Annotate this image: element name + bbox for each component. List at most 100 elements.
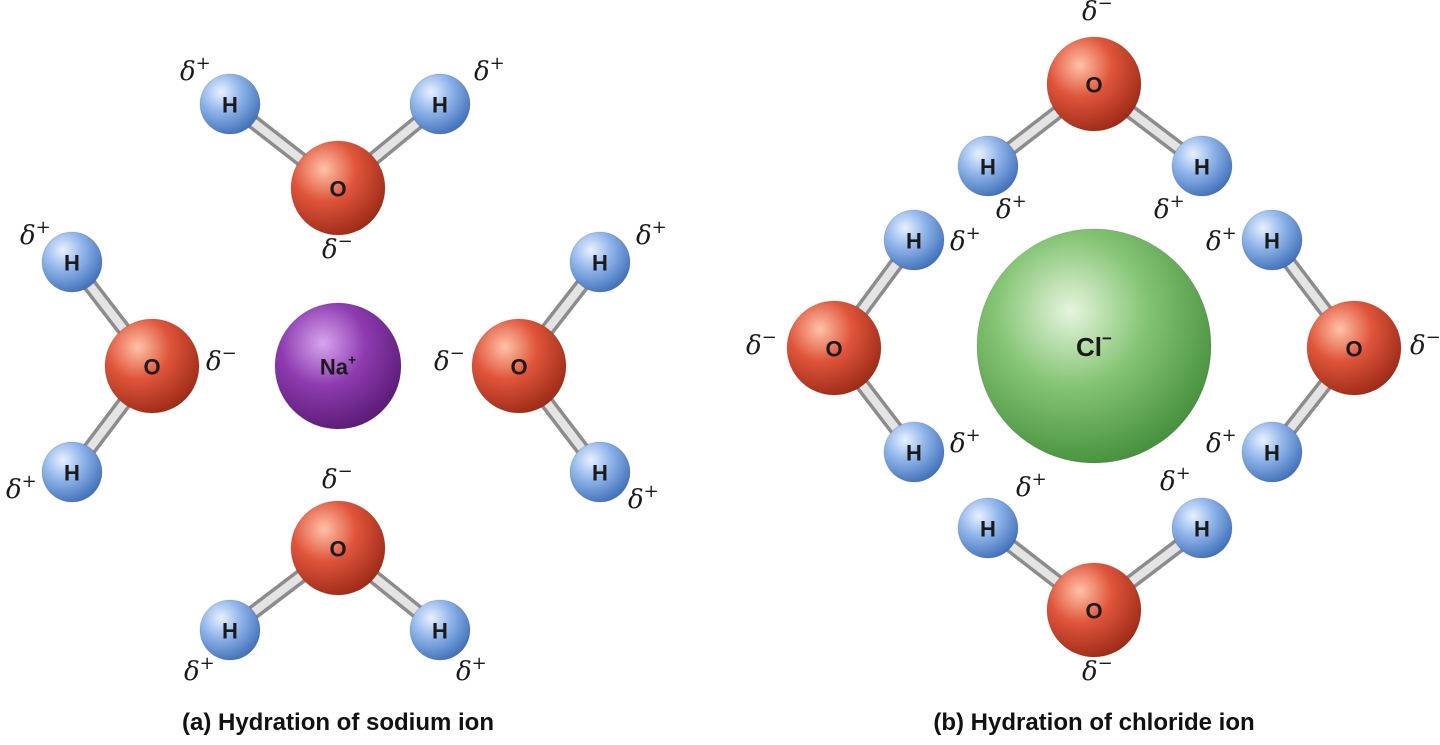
partial-positive-charge: δ+ [474,53,505,87]
hydrogen-atom: H [409,73,471,135]
partial-positive-charge: δ+ [1154,191,1185,225]
hydrogen-atom-label: H [592,251,608,276]
hydrogen-atom-sphere [569,441,631,503]
hydrogen-atom: H [1171,497,1233,559]
hydrogen-atom-sphere [1241,209,1303,271]
partial-negative-charge: δ− [434,343,465,377]
oxygen-atom: O [1306,300,1402,396]
hydrogen-atom-label: H [1264,229,1280,254]
hydrogen-atom-sphere [569,231,631,293]
oxygen-atom: O [1046,36,1142,132]
water-molecule-top: H H Oδ− δ+ δ+ [180,53,505,265]
hydrogen-atom-sphere [41,441,103,503]
partial-positive-charge: δ+ [180,53,211,87]
hydrogen-atom: H [409,599,471,661]
partial-negative-charge: δ− [322,231,353,265]
oxygen-atom-label: O [329,177,346,202]
hydrogen-atom: H [569,231,631,293]
partial-positive-charge: δ+ [628,481,659,515]
hydrogen-atom-sphere [199,73,261,135]
hydrogen-atom-sphere [957,497,1019,559]
hydrogen-atom-label: H [980,517,996,542]
chloride-ion-sphere [976,228,1212,464]
hydrogen-atom: H [957,497,1019,559]
hydrogen-atom-sphere [409,73,471,135]
hydrogen-atom-label: H [222,619,238,644]
hydrogen-atom-sphere [1241,421,1303,483]
partial-negative-charge: δ− [1082,653,1113,687]
oxygen-atom-label: O [825,337,842,362]
water-molecule-bottom: H H Oδ− δ+ δ+ [957,463,1233,687]
water-molecule-right: H H Oδ− δ+ δ+ [434,217,667,515]
oxygen-atom: O [104,318,200,414]
hydrogen-atom: H [883,209,945,271]
hydrogen-atom: H [41,231,103,293]
partial-positive-charge: δ+ [6,471,37,505]
partial-positive-charge: δ+ [950,223,981,257]
hydrogen-atom: H [1171,135,1233,197]
hydrogen-atom: H [199,73,261,135]
sodium-ion: Na+ [274,302,402,430]
hydrogen-atom: H [957,135,1019,197]
partial-positive-charge: δ+ [1206,425,1237,459]
hydrogen-atom-label: H [64,251,80,276]
oxygen-atom: O [1046,562,1142,658]
sodium-ion-sphere [274,302,402,430]
oxygen-atom-label: O [510,355,527,380]
hydrogen-atom-label: H [432,93,448,118]
hydrogen-atom-label: H [906,229,922,254]
partial-positive-charge: δ+ [184,653,215,687]
water-molecule-top: H H Oδ− δ+ δ+ [957,0,1233,225]
hydrogen-atom: H [1241,209,1303,271]
hydrogen-atom-label: H [1194,517,1210,542]
partial-positive-charge: δ+ [1206,223,1237,257]
hydrogen-atom: H [569,441,631,503]
hydrogen-atom-sphere [883,421,945,483]
oxygen-atom-sphere [290,140,386,236]
hydrogen-atom-label: H [64,461,80,486]
oxygen-atom-label: O [143,355,160,380]
oxygen-atom-sphere [786,300,882,396]
caption-chloride: (b) Hydration of chloride ion [933,709,1254,736]
partial-negative-charge: δ− [206,343,237,377]
hydrogen-atom: H [41,441,103,503]
oxygen-atom: O [290,500,386,596]
partial-positive-charge: δ+ [636,217,667,251]
partial-negative-charge: δ− [746,327,777,361]
oxygen-atom-sphere [471,318,567,414]
water-molecule-left: H H Oδ− δ+ δ+ [746,209,981,483]
partial-positive-charge: δ+ [1160,463,1191,497]
oxygen-atom-label: O [1085,73,1102,98]
hydrogen-atom-label: H [432,619,448,644]
oxygen-atom-label: O [329,537,346,562]
hydrogen-atom-sphere [957,135,1019,197]
partial-positive-charge: δ+ [1016,469,1047,503]
hydrogen-atom: H [199,599,261,661]
hydrogen-atom-label: H [592,461,608,486]
oxygen-atom-label: O [1085,599,1102,624]
partial-positive-charge: δ+ [950,425,981,459]
oxygen-atom-sphere [1046,36,1142,132]
partial-positive-charge: δ+ [996,191,1027,225]
hydrogen-atom-label: H [222,93,238,118]
hydrogen-atom: H [883,421,945,483]
oxygen-atom: O [471,318,567,414]
hydrogen-atom-sphere [1171,497,1233,559]
hydrogen-atom-label: H [980,155,996,180]
partial-negative-charge: δ− [1082,0,1113,27]
chloride-ion: Cl− [976,228,1212,464]
partial-positive-charge: δ+ [456,653,487,687]
oxygen-atom-sphere [290,500,386,596]
oxygen-atom-sphere [1046,562,1142,658]
hydrogen-atom-label: H [1264,441,1280,466]
hydrogen-atom-sphere [41,231,103,293]
hydrogen-atom-sphere [409,599,471,661]
hydrogen-atom-sphere [883,209,945,271]
oxygen-atom: O [290,140,386,236]
caption-sodium: (a) Hydration of sodium ion [182,709,494,736]
